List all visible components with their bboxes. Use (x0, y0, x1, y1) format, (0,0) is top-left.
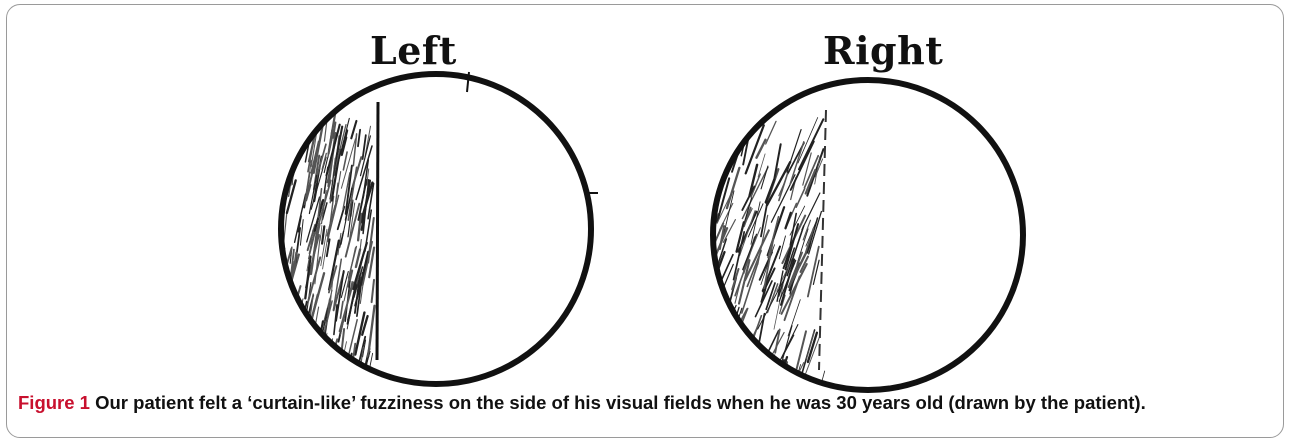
left-field-boundary (377, 102, 378, 360)
hatch-stroke (727, 118, 735, 156)
hatch-stroke (786, 213, 791, 229)
hatch-stroke (768, 217, 779, 258)
hatch-stroke (310, 356, 314, 373)
hatch-stroke (288, 331, 295, 371)
hatch-stroke (294, 314, 302, 345)
hatch-stroke (283, 318, 285, 333)
hatch-stroke (710, 111, 726, 146)
hatch-stroke (729, 341, 737, 376)
right-visual-field (700, 80, 1023, 420)
hatch-stroke (300, 220, 303, 246)
hatch-stroke (338, 207, 345, 230)
hatch-stroke (292, 328, 307, 378)
hatch-stroke (735, 346, 754, 394)
hatch-stroke (295, 335, 300, 357)
hatch-stroke (322, 226, 324, 243)
hatch-stroke (358, 130, 360, 146)
hatch-stroke (720, 311, 727, 343)
hatch-stroke (704, 149, 715, 169)
hatch-stroke (289, 348, 293, 385)
hatch-stroke (294, 334, 299, 360)
hatch-stroke (320, 225, 322, 240)
hatch-stroke (289, 357, 294, 372)
hatch-stroke (317, 342, 323, 391)
hatch-stroke (301, 328, 313, 370)
hatch-stroke (279, 278, 283, 295)
hatch-stroke (288, 332, 297, 368)
hatch-stroke (752, 350, 757, 368)
hatch-stroke (766, 121, 776, 144)
hatch-stroke (277, 317, 283, 368)
hatch-stroke (288, 317, 292, 334)
hatch-stroke (278, 112, 283, 139)
hatch-stroke (712, 301, 717, 318)
figure-caption-text: Our patient felt a ‘curtain-like’ fuzzin… (90, 392, 1146, 413)
figure-caption-label: Figure 1 (18, 392, 90, 413)
hatch-stroke (300, 330, 309, 371)
right-field-circle (713, 80, 1023, 390)
hatch-stroke (281, 138, 284, 154)
hatch-stroke (721, 117, 729, 139)
hatch-stroke (711, 138, 716, 161)
hatch-stroke (727, 314, 731, 332)
hatch-stroke (340, 302, 343, 319)
hatch-stroke (715, 340, 726, 374)
left-shaded-region (272, 111, 375, 404)
hatch-stroke (278, 345, 286, 375)
hatch-stroke (294, 337, 303, 389)
hatch-stroke (782, 335, 794, 358)
hatch-stroke (297, 325, 299, 340)
hatch-stroke (287, 345, 292, 377)
left-field-circle (281, 74, 591, 384)
hatch-stroke (280, 148, 282, 166)
hatch-stroke (808, 247, 819, 297)
hatch-stroke (779, 174, 788, 201)
hatch-stroke (719, 312, 728, 340)
figure-caption: Figure 1 Our patient felt a ‘curtain-lik… (18, 392, 1278, 414)
hatch-stroke (715, 315, 732, 369)
hatch-stroke (277, 328, 289, 369)
hatch-stroke (275, 129, 283, 167)
hatch-stroke (284, 142, 288, 170)
hatch-stroke (758, 154, 765, 177)
hatch-stroke (274, 319, 283, 358)
hatch-stroke (368, 306, 374, 357)
hatch-stroke (282, 296, 289, 344)
hatch-stroke (343, 152, 347, 170)
hatch-stroke (796, 189, 805, 208)
hatch-stroke (351, 121, 356, 138)
hatch-stroke (768, 364, 772, 379)
hatch-stroke (302, 113, 307, 133)
hatch-stroke (372, 280, 374, 302)
left-visual-field (272, 72, 598, 404)
hatch-stroke (745, 359, 753, 386)
hatch-stroke (295, 324, 302, 353)
hatch-stroke (798, 118, 818, 164)
hatch-stroke (700, 122, 717, 158)
